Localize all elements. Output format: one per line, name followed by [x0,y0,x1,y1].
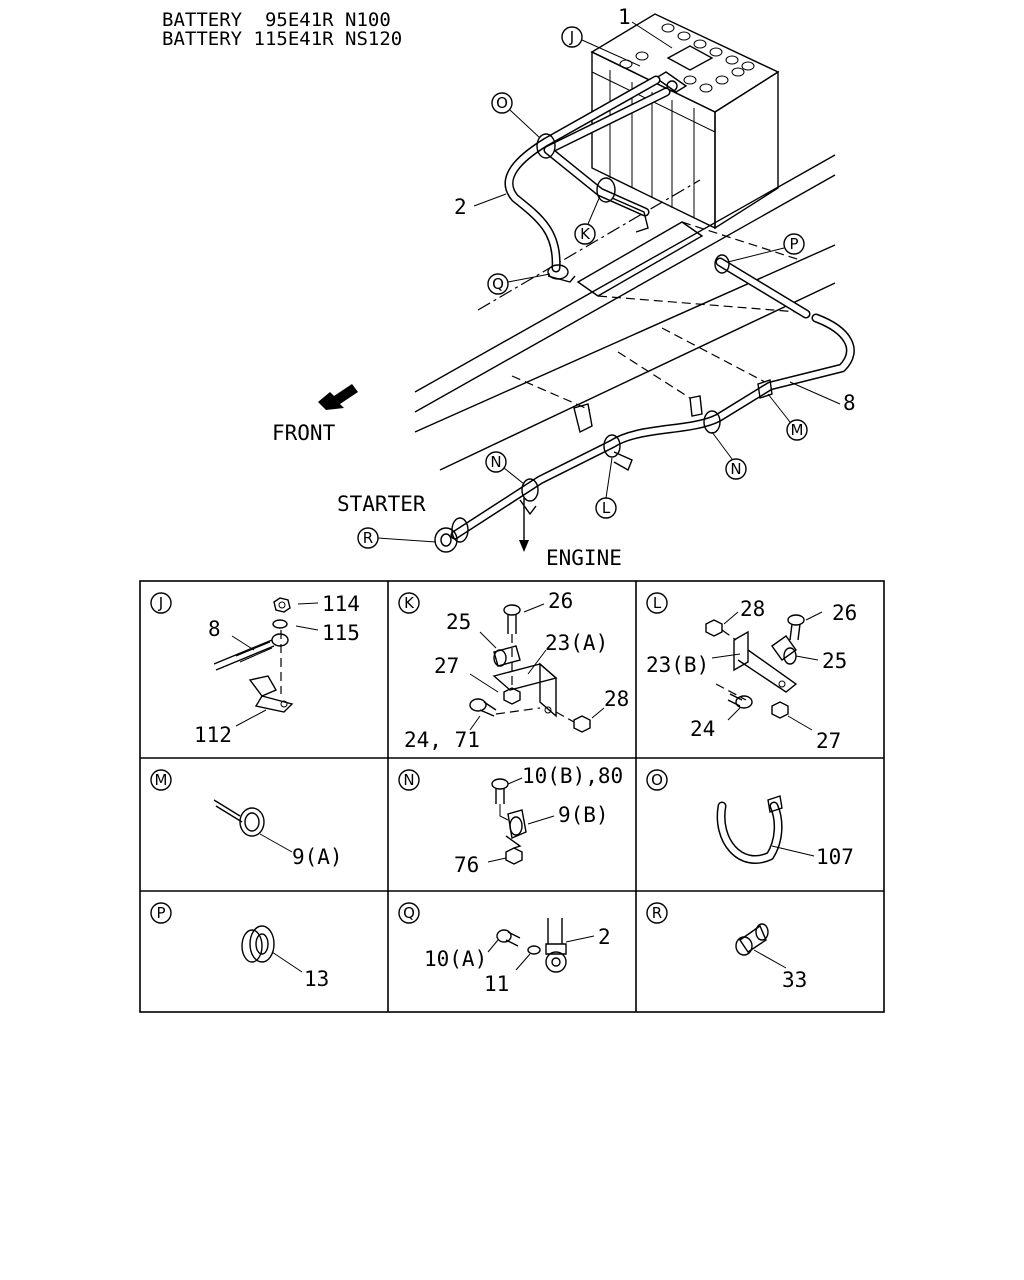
callout-R: R [357,527,437,549]
detail-tag-L: L [653,594,662,612]
svg-text:N: N [490,453,501,471]
detail-cell-N: N 10(B),80 9(B) 76 [398,764,623,877]
detail-L-part-5: 27 [816,729,841,753]
detail-cell-J: J 114 115 8 112 [150,592,360,747]
detail-L-part-1: 26 [832,601,857,625]
label-engine: ENGINE [546,546,622,570]
detail-cell-P: P 13 [150,902,329,991]
detail-K-part-5: 24, 71 [404,728,480,752]
detail-K-part-3: 27 [434,654,459,678]
callout-N-right: N [711,431,747,480]
callout-M: M [767,393,808,441]
detail-K-part-2: 23(A) [545,631,608,655]
battery [590,13,780,230]
detail-N-part-2: 76 [454,853,479,877]
svg-text:Q: Q [492,275,504,293]
detail-L-part-4: 24 [690,717,715,741]
detail-N-part-0: 10(B),80 [522,764,623,788]
detail-grid [139,580,885,1013]
detail-J-part-1: 115 [322,621,360,645]
detail-M-part-0: 9(A) [292,845,343,869]
detail-L-part-2: 23(B) [646,653,709,677]
svg-text:K: K [580,225,591,243]
detail-Q-part-2: 11 [484,972,509,996]
detail-K-part-4: 28 [604,687,629,711]
svg-text:R: R [363,529,373,547]
detail-K-part-0: 26 [548,589,573,613]
part-2: 2 [454,195,467,219]
detail-N-part-1: 9(B) [558,803,609,827]
header-line-2: BATTERY 115E41R NS120 [162,28,402,50]
detail-O-part-0: 107 [816,845,854,869]
detail-J-part-0: 114 [322,592,360,616]
detail-tag-K: K [404,594,415,612]
detail-cell-O: O 107 [646,769,854,869]
callout-O: O [491,92,541,139]
callout-N-left: N [485,451,525,485]
detail-cell-M: M 9(A) [150,769,343,869]
svg-text:L: L [602,499,611,517]
detail-tag-P: P [156,904,165,922]
detail-tag-O: O [651,771,663,789]
detail-Q-part-1: 10(A) [424,947,487,971]
callout-Q: Q [487,273,551,295]
label-starter: STARTER [337,492,426,516]
callout-P: P [727,233,805,263]
part-8: 8 [843,391,856,415]
detail-J-part-3: 112 [194,723,232,747]
detail-L-part-3: 25 [822,649,847,673]
detail-P-part-0: 13 [304,967,329,991]
detail-cell-L: L 28 26 23(B) 25 24 27 [646,592,857,753]
frame-rails [414,154,836,471]
callout-J: J [561,26,641,67]
detail-cell-Q: Q 2 10(A) 11 [398,902,611,996]
part-1: 1 [618,5,631,29]
detail-J-part-2: 8 [208,617,221,641]
cable-2 [504,75,671,283]
svg-text:P: P [789,235,798,253]
detail-tag-N: N [403,771,414,789]
svg-text:O: O [496,94,508,112]
callout-L: L [595,457,617,519]
label-front: FRONT [272,421,336,445]
detail-cell-K: K 26 25 23(A) 27 28 24, 71 [398,589,629,752]
svg-text:J: J [569,28,574,46]
svg-text:M: M [791,421,804,439]
detail-tag-Q: Q [403,904,415,922]
header-line-1: BATTERY 95E41R N100 [162,9,391,31]
detail-tag-M: M [155,771,168,789]
detail-tag-R: R [652,904,662,922]
detail-tag-J: J [158,594,163,612]
detail-Q-part-0: 2 [598,925,611,949]
detail-cell-R: R 33 [646,902,807,992]
svg-text:N: N [730,460,741,478]
callout-K: K [574,195,601,245]
detail-L-part-0: 28 [740,597,765,621]
cable-8 [434,254,855,553]
detail-K-part-1: 25 [446,610,471,634]
detail-R-part-0: 33 [782,968,807,992]
front-arrow-icon [318,384,358,410]
